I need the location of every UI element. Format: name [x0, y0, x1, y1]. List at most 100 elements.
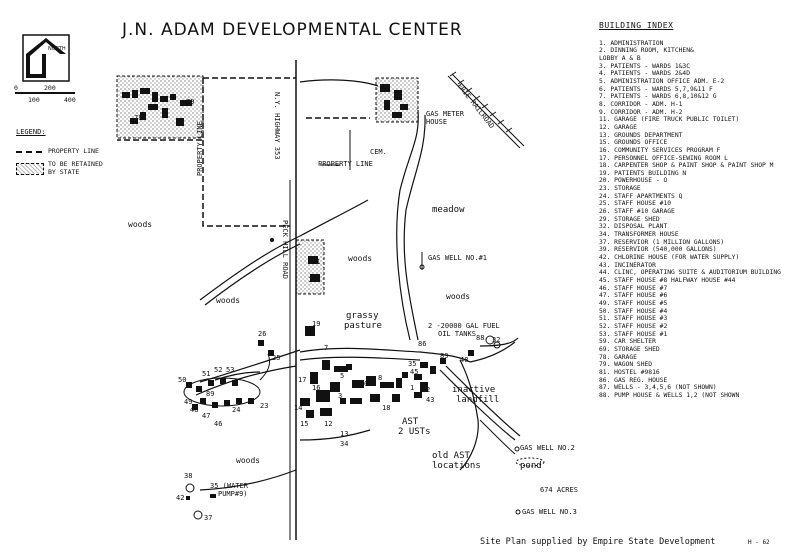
building-index-item: 2. DINNING ROOM, KITCHEN& — [599, 47, 694, 55]
inactive-label: inactive — [452, 385, 496, 395]
bldg-num-37: 37 — [204, 514, 213, 522]
roads — [195, 79, 521, 491]
reservoir-37 — [193, 510, 203, 520]
bldg-num-35: 35 — [408, 360, 417, 368]
gas-well-lines — [421, 252, 516, 455]
legend-heading: LEGEND: — [16, 128, 46, 136]
bldg-num-3: 3 — [338, 392, 343, 400]
gas-well-1-marker — [419, 264, 425, 270]
building-index-item: 88. PUMP HOUSE & WELLS 1,2 (NOT SHOWN — [599, 391, 740, 399]
bldg-num-51: 51 — [202, 370, 211, 378]
north-buildings — [380, 84, 408, 118]
property-line-vertical-label: PROPERTY LINE — [196, 121, 204, 176]
acres-label: 674 ACRES — [540, 486, 578, 494]
water-pump-label-1: 35 (WATER — [210, 482, 248, 490]
scale-label-100: 100 — [28, 96, 40, 104]
pond-label: pond — [520, 461, 542, 471]
bldg-num-26: 26 — [258, 330, 267, 338]
building-index-item: 51. STAFF HOUSE #3 — [599, 315, 668, 323]
bldg-num-48-east: 48 — [460, 356, 469, 364]
building-index-item: 25. STAFF HOUSE #10 — [599, 200, 672, 208]
building-index-item: 43. INCINERATOR — [599, 261, 656, 269]
property-lines — [117, 77, 370, 227]
bldg-num-45: 45 — [410, 368, 419, 376]
building-index-item: 52. STAFF HOUSE #2 — [599, 322, 668, 330]
building-index-item: 53. STAFF HOUSE #1 — [599, 330, 668, 338]
bldg-num-15: 15 — [300, 420, 309, 428]
building-index-item: LOBBY A & B — [599, 54, 641, 62]
disposal-plant-marker — [493, 341, 501, 349]
nw-buildings — [122, 88, 192, 126]
bldg-num-5: 5 — [340, 372, 345, 380]
building-index-item: 18. CARPENTER SHOP & PAINT SHOP & PAINT … — [599, 162, 774, 170]
building-index-item: 44. CLINC, OPERATING SUITE & AUDITORIUM … — [599, 269, 781, 277]
building-index-item: 37. RESERVIOR (1 MILLION GALLONS) — [599, 238, 725, 246]
building-index-item: 39. RESERVIOR (540,000 GALLONS) — [599, 246, 717, 254]
bldg-num-38: 38 — [184, 472, 193, 480]
bldg-num-32: 32 — [492, 336, 501, 344]
building-index-item: 26. STAFF #10 GARAGE — [599, 208, 675, 216]
woods-label-2: woods — [348, 254, 373, 263]
bldg-num-7: 7 — [324, 344, 329, 352]
bldg-num-78: 78 — [134, 114, 143, 122]
building-index-item: 17. PERSONNEL OFFICE-SEWING ROOM L — [599, 154, 728, 162]
building-index-item: 20. POWERHOUSE - O — [599, 177, 668, 185]
scale-label-400: 400 — [64, 96, 76, 104]
bldg-num-86: 86 — [418, 340, 427, 348]
bldg-num-23: 23 — [260, 402, 269, 410]
legend-property-line-label: PROPERTY LINE — [48, 147, 99, 155]
bldg-num-4: 4 — [352, 398, 357, 406]
building-index-item: 86. GAS REG. HOUSE — [599, 376, 668, 384]
building-index-item: 16. COMMUNITY SERVICES PROGRAM F — [599, 146, 721, 154]
bldg-num-18: 18 — [382, 404, 391, 412]
page-number: H - 62 — [748, 539, 770, 546]
cem-marker — [270, 238, 274, 242]
gas-meter-label-2: HOUSE — [426, 118, 448, 126]
bldg-num-17: 17 — [298, 376, 307, 384]
reservoir-38 — [185, 483, 195, 493]
bldg-num-46: 46 — [214, 420, 223, 428]
bldg-num-52: 52 — [214, 366, 223, 374]
road-label: PECK HILL ROAD — [281, 220, 289, 280]
bldg-num-88: 88 — [476, 334, 485, 342]
map-title: J.N. ADAM DEVELOPMENTAL CENTER — [122, 20, 463, 40]
ast-label: AST — [402, 417, 419, 427]
woods-label-3: woods — [446, 292, 471, 301]
scale-label-0: 0 — [14, 84, 18, 92]
building-index-item: 78. GARAGE — [599, 353, 637, 361]
building-index-item: 50. STAFF HOUSE #4 — [599, 307, 668, 315]
water-pump-label-2: PUMP#9) — [218, 490, 248, 498]
water-pump-35 — [210, 494, 216, 498]
building-index-item: 46. STAFF HOUSE #7 — [599, 284, 668, 292]
chlorine-house-42 — [186, 496, 190, 500]
building-19-icon — [305, 326, 315, 336]
legend-property-line-sample — [16, 151, 42, 153]
retained-area-mid — [295, 239, 325, 295]
gas-well-1-label: GAS WELL NO.#1 — [428, 254, 488, 262]
gas-meter-label-1: GAS METER — [426, 110, 464, 118]
woods-label-5: woods — [236, 456, 261, 465]
bldg-num-79: 79 — [186, 98, 195, 106]
bldg-num-48: 48 — [190, 406, 199, 414]
building-index-item: 23. STORAGE — [599, 185, 641, 193]
building-index-heading: BUILDING INDEX — [599, 22, 674, 30]
pasture-label: pasture — [344, 321, 382, 331]
bldg-num-19: 19 — [312, 320, 321, 328]
bldg-num-1: 1 — [410, 384, 415, 392]
usts-label: 2 USTs — [398, 427, 431, 437]
bldg-num-34: 34 — [340, 440, 349, 448]
building-index-item: 42. CHLORINE HOUSE (FOR WATER SUPPLY) — [599, 254, 740, 262]
grassy-label: grassy — [346, 311, 379, 321]
bldg-num-89-staff: 89 — [206, 390, 215, 398]
staff-houses — [186, 340, 274, 410]
bldg-num-49: 49 — [184, 398, 193, 406]
legend-retained-sample — [16, 163, 44, 175]
building-index-item: 5. ADMINISTRATION OFFICE ADM. E-2 — [599, 77, 725, 85]
bldg-num-53: 53 — [226, 366, 235, 374]
scale-label-200: 200 — [44, 84, 56, 92]
bldg-num-14: 14 — [294, 404, 303, 412]
bldg-num-16: 16 — [312, 384, 321, 392]
building-index-item: 19. PATIENTS BUILDING N — [599, 169, 687, 177]
